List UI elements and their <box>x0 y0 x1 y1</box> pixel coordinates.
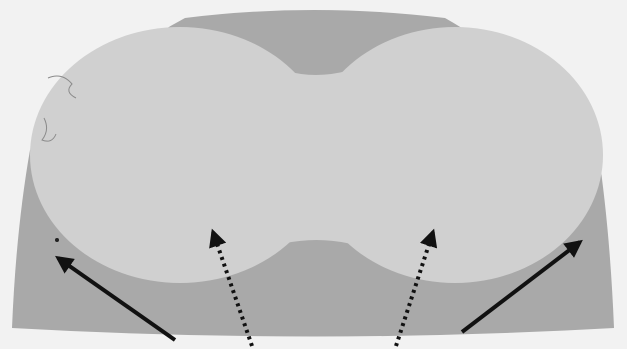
lobe-bridge <box>250 55 385 255</box>
ink-dot <box>55 238 59 242</box>
